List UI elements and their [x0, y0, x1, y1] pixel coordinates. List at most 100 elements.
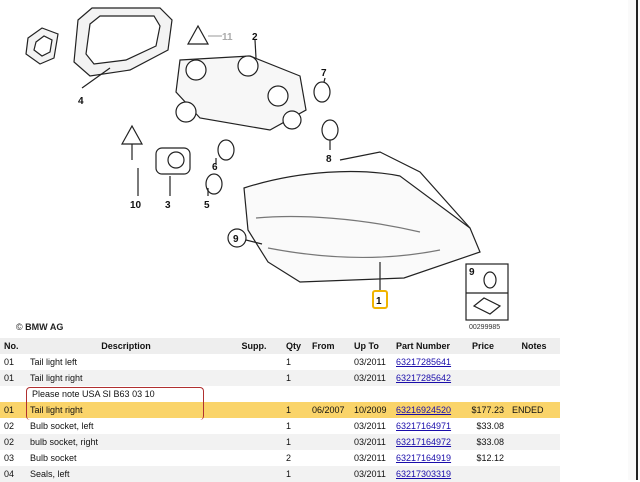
- row-upto: 03/2011: [354, 357, 386, 367]
- callout-8[interactable]: 8: [326, 154, 332, 165]
- col-notes: Notes: [508, 338, 560, 354]
- table-row: 01 Tail light right 1 03/2011 6321728564…: [0, 370, 560, 386]
- row-upto: 03/2011: [354, 421, 386, 431]
- row-price: $33.08: [476, 421, 504, 431]
- row-upto: 03/2011: [350, 434, 392, 450]
- col-no: No.: [0, 338, 26, 354]
- row-qty: 1: [282, 466, 308, 482]
- row-qty: 1: [286, 421, 292, 431]
- row-qty: 2: [286, 453, 292, 463]
- note-cell: Please note USA SI B63 03 10: [0, 386, 560, 420]
- row-price: [458, 466, 508, 482]
- copyright: © BMW AG: [16, 322, 63, 332]
- row-supp: [226, 354, 282, 370]
- callout-9[interactable]: 9: [233, 234, 239, 245]
- row-supp: [226, 418, 282, 434]
- col-price: Price: [458, 338, 508, 354]
- row-no: 01: [4, 357, 15, 367]
- row-no: 01: [0, 370, 26, 386]
- part-number-link[interactable]: 63216924520: [396, 405, 452, 415]
- row-from: 06/2007: [308, 402, 350, 418]
- row-no: 01: [0, 402, 26, 418]
- row-description: Tail light right: [26, 370, 226, 386]
- row-supp: [226, 434, 282, 450]
- callout-7[interactable]: 7: [321, 68, 327, 79]
- highlighted-row: 01 Tail light right 1 06/2007 10/2009 63…: [0, 402, 560, 418]
- row-upto: 03/2011: [354, 453, 386, 463]
- diagram-number: 00299985: [469, 324, 501, 331]
- row-supp: [226, 370, 282, 386]
- table-row: 04 Seals, left 1 03/2011 63217303319: [0, 466, 560, 482]
- row-description: bulb socket, right: [26, 434, 226, 450]
- right-edge: [628, 0, 640, 480]
- row-price: $12.12: [476, 453, 504, 463]
- part-number-link[interactable]: 63217164971: [396, 421, 452, 431]
- note-row: Please note USA SI B63 03 10: [0, 386, 560, 420]
- row-no: 02: [4, 421, 15, 431]
- part-number-link[interactable]: 63217285641: [396, 357, 452, 367]
- row-from: [308, 354, 350, 370]
- row-qty: 1: [282, 370, 308, 386]
- row-upto: 03/2011: [350, 370, 392, 386]
- table-row: 02 Bulb socket, left 1 03/2011 632171649…: [0, 418, 560, 434]
- row-price: $177.23: [458, 402, 508, 418]
- row-upto: 10/2009: [350, 402, 392, 418]
- row-notes: [508, 370, 560, 386]
- row-qty: 1: [282, 402, 308, 418]
- parts-table: No. Description Supp. Qty From Up To Par…: [0, 338, 560, 482]
- callout-6[interactable]: 6: [212, 162, 218, 173]
- row-supp: [226, 402, 282, 418]
- row-price: [458, 370, 508, 386]
- row-from: [308, 418, 350, 434]
- col-description: Description: [26, 338, 226, 354]
- table-header: No. Description Supp. Qty From Up To Par…: [0, 338, 560, 354]
- row-no: 02: [0, 434, 26, 450]
- table-row: 02 bulb socket, right 1 03/2011 63217164…: [0, 434, 560, 450]
- row-description: Bulb socket, left: [30, 421, 94, 431]
- row-no: 04: [0, 466, 26, 482]
- part-number-link[interactable]: 63217164972: [396, 437, 452, 447]
- row-from: [308, 466, 350, 482]
- table-row: 01 Tail light left 1 03/2011 63217285641: [0, 354, 560, 370]
- callout-2[interactable]: 2: [252, 32, 258, 43]
- row-description: Seals, left: [26, 466, 226, 482]
- callout-1[interactable]: 1: [376, 296, 382, 307]
- callout-3[interactable]: 3: [165, 200, 171, 211]
- part-number-link[interactable]: 63217285642: [396, 373, 452, 383]
- row-notes: [508, 434, 560, 450]
- callout-11[interactable]: 11: [222, 32, 233, 43]
- part-number-link[interactable]: 63217164919: [396, 453, 452, 463]
- row-from: [308, 370, 350, 386]
- row-qty: 1: [282, 434, 308, 450]
- row-supp: [226, 450, 282, 466]
- table-row: 03 Bulb socket 2 03/2011 63217164919 $12…: [0, 450, 560, 466]
- col-supp: Supp.: [226, 338, 282, 354]
- col-part-number: Part Number: [392, 338, 458, 354]
- copyright-text: BMW AG: [25, 322, 64, 332]
- row-price: $33.08: [458, 434, 508, 450]
- row-notes: [508, 354, 560, 370]
- callout-10[interactable]: 10: [130, 200, 142, 211]
- row-notes: [508, 466, 560, 482]
- row-supp: [226, 466, 282, 482]
- copyright-symbol: ©: [16, 322, 23, 332]
- exploded-view-drawing: 1 2 3 4 5 6 7 8 9 10 11 9: [25, 7, 509, 321]
- row-description: Tail light left: [30, 357, 78, 367]
- row-description: Bulb socket: [30, 453, 77, 463]
- edge-line: [636, 0, 638, 480]
- row-notes: ENDED: [508, 402, 560, 418]
- parts-diagram: 1 2 3 4 5 6 7 8 9 10 11 9: [25, 7, 509, 321]
- callout-5[interactable]: 5: [204, 200, 210, 211]
- row-from: [308, 434, 350, 450]
- col-from: From: [308, 338, 350, 354]
- supersession-note: Please note USA SI B63 03 10: [32, 389, 155, 399]
- callout-4[interactable]: 4: [78, 96, 84, 107]
- row-upto: 03/2011: [350, 466, 392, 482]
- row-description: Tail light right: [26, 402, 226, 418]
- col-qty: Qty: [282, 338, 308, 354]
- row-no: 03: [4, 453, 15, 463]
- inset-label: 9: [469, 267, 475, 278]
- row-notes: [508, 450, 560, 466]
- part-number-link[interactable]: 63217303319: [396, 469, 452, 479]
- col-upto: Up To: [350, 338, 392, 354]
